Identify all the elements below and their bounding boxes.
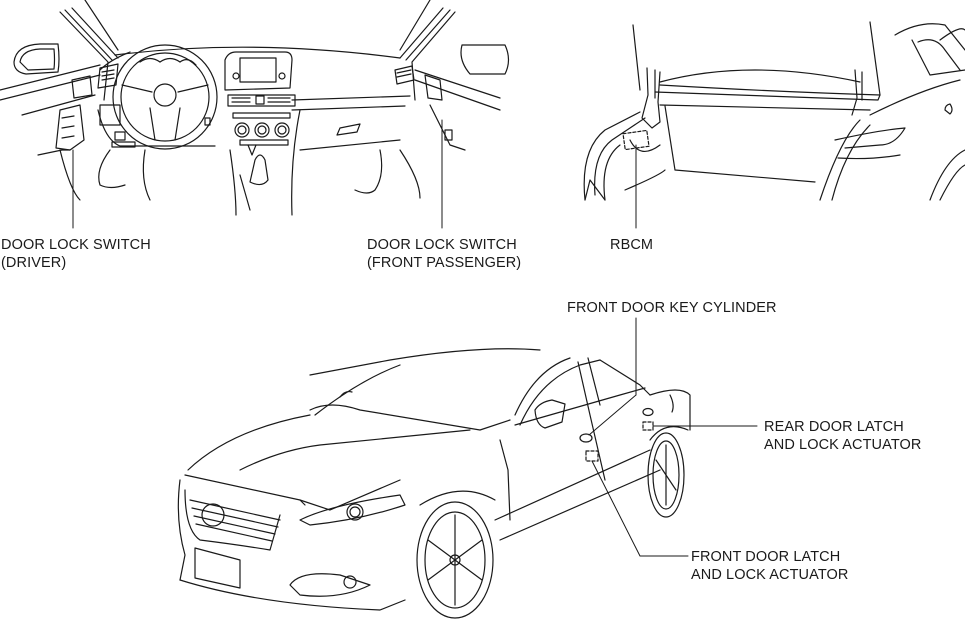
dashboard-illustration <box>0 0 510 229</box>
label-front-door-latch-actuator: FRONT DOOR LATCH AND LOCK ACTUATOR <box>691 549 849 583</box>
label-door-lock-switch-passenger: DOOR LOCK SWITCH (FRONT PASSENGER) <box>367 237 522 271</box>
label-door-lock-switch-driver: DOOR LOCK SWITCH (DRIVER) <box>1 237 151 271</box>
label-rear-door-latch-actuator: REAR DOOR LATCH AND LOCK ACTUATOR <box>764 419 922 453</box>
car-illustration <box>177 317 758 619</box>
trunk-illustration <box>583 21 965 229</box>
label-front-door-key-cylinder: FRONT DOOR KEY CYLINDER <box>567 300 777 316</box>
label-rbcm: RBCM <box>610 237 654 253</box>
